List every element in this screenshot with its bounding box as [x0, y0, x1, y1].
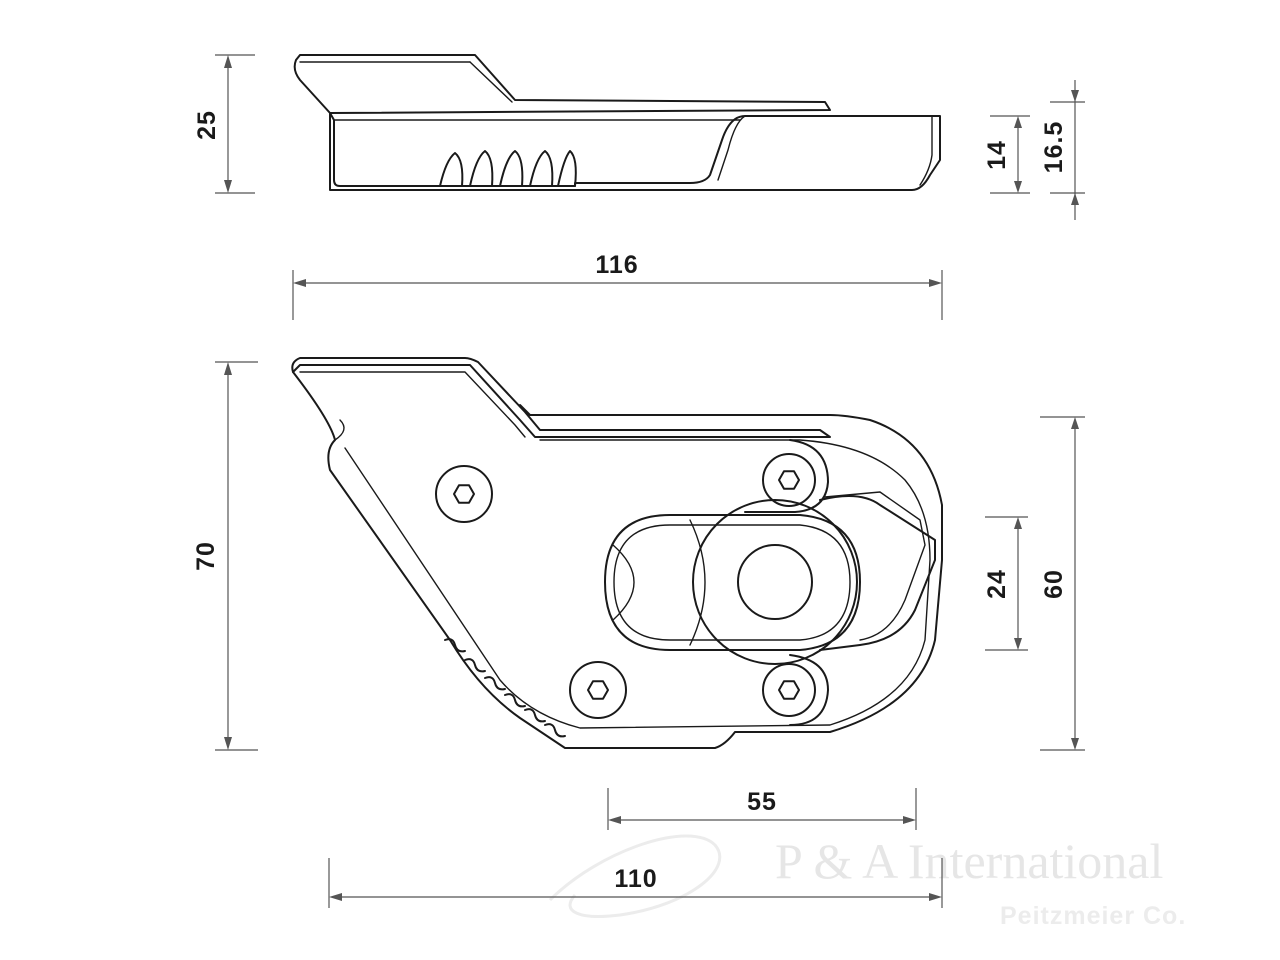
top-view-tab-edge — [299, 371, 526, 438]
side-view — [293, 54, 941, 191]
pivot-arc-mid — [689, 519, 706, 646]
top-view — [291, 357, 943, 749]
pivot-hole — [737, 544, 813, 620]
boss-top-right — [744, 439, 829, 513]
side-view-tip-edge — [919, 115, 933, 186]
link-plate — [819, 495, 936, 651]
pivot-arc-left — [612, 544, 635, 621]
top-view-plate — [292, 371, 943, 749]
side-view-ramp — [717, 115, 746, 181]
dim-body-height: 60 — [1040, 416, 1085, 751]
dim-overall-length-label: 116 — [595, 251, 638, 279]
dim-plate-length-label: 110 — [614, 865, 657, 893]
dim-body-height-label: 60 — [1040, 569, 1068, 599]
pivot-disc — [692, 499, 858, 665]
dim-tip-inner: 14 — [983, 115, 1030, 194]
bolt-bottom-left — [569, 661, 627, 719]
dim-side-height-label: 25 — [193, 110, 221, 140]
hex-socket-icon — [587, 680, 609, 700]
top-view-tab — [291, 357, 831, 438]
top-view-slot — [604, 514, 861, 651]
watermark: P & A International Peitzmeier Co. — [548, 833, 1186, 930]
top-view-inner-edge — [344, 439, 931, 729]
hex-socket-icon — [453, 484, 475, 504]
top-view-slot-inner — [613, 524, 851, 641]
dim-slot-height-label: 24 — [983, 569, 1011, 599]
side-view-serrations — [439, 150, 577, 187]
dim-slot-span-label: 55 — [747, 788, 777, 816]
dim-tip-inner-label: 14 — [983, 140, 1011, 170]
side-view-body — [329, 112, 941, 191]
watermark-company: P & A International — [775, 833, 1163, 889]
dim-side-height: 25 — [193, 54, 255, 194]
dim-slot-span: 55 — [607, 788, 917, 830]
link-plate-edge — [824, 491, 926, 641]
top-view-plate-corner — [334, 419, 345, 441]
dim-tip-outer: 16.5 — [1040, 80, 1085, 220]
dim-overall-length: 116 — [292, 251, 943, 320]
boss-bottom-right — [789, 654, 829, 726]
hex-socket-icon — [778, 680, 800, 700]
top-view-serrations — [444, 638, 566, 738]
watermark-subline: Peitzmeier Co. — [1000, 902, 1186, 930]
dim-tip-outer-label: 16.5 — [1040, 121, 1068, 174]
dim-plate-height: 70 — [192, 361, 258, 751]
side-view-tab-bevel — [469, 61, 513, 103]
bolt-top-right — [762, 453, 816, 507]
dim-plate-height-label: 70 — [192, 541, 220, 571]
watermark-swoosh-icon — [548, 834, 722, 918]
side-view-tab — [293, 54, 831, 114]
bolt-bottom-right — [762, 663, 816, 717]
dim-slot-height: 24 — [983, 516, 1028, 651]
hex-socket-icon — [778, 470, 800, 490]
bolt-top-left — [435, 465, 493, 523]
dim-plate-length: 110 — [328, 858, 943, 908]
